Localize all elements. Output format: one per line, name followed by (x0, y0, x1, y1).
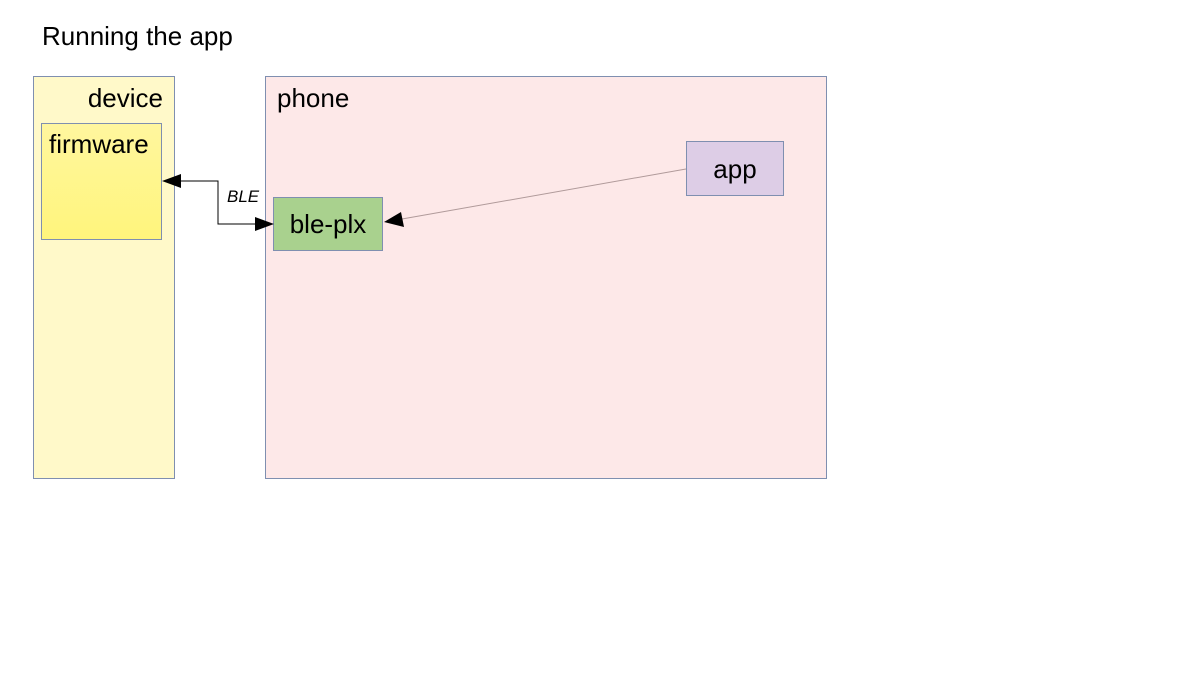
ble-edge-label: BLE (227, 187, 260, 206)
diagram-title: Running the app (42, 21, 233, 51)
firmware-node: firmware (41, 123, 162, 240)
app-label: app (713, 153, 757, 184)
phone-label: phone (277, 83, 350, 113)
firmware-label: firmware (49, 129, 149, 159)
device-label: device (87, 83, 163, 113)
phone-container: phone (265, 76, 827, 479)
app-node: app (686, 141, 784, 196)
ble-plx-label: ble-plx (289, 209, 367, 239)
ble-plx-node: ble-plx (273, 197, 383, 251)
